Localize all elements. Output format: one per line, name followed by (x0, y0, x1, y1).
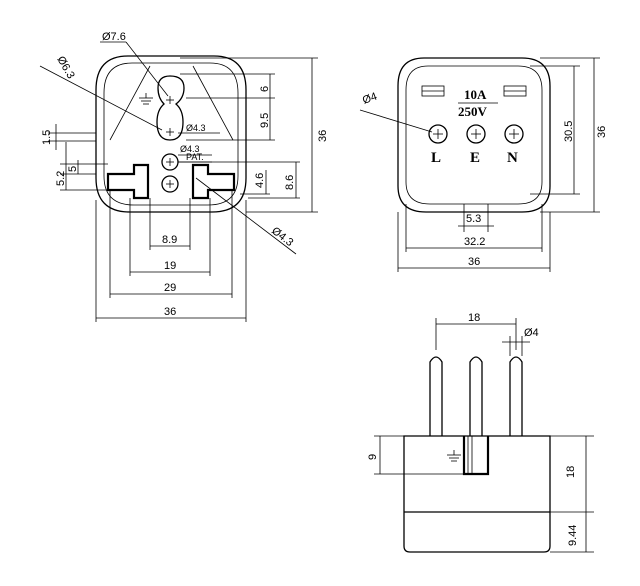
socket-label-e: E (470, 150, 480, 166)
front-view: Ø7.6 Ø6.3 Ø4.3 Ø4.3 PAT. Ø4.3 6 9.5 36 4… (39, 31, 329, 322)
front-hole-lower (161, 175, 179, 193)
front-dim-h-4-6: 4.6 (254, 173, 266, 188)
side-body (403, 435, 551, 553)
ground-symbol-icon (139, 93, 153, 105)
front-dim-v-5: 5 (67, 166, 79, 172)
front-dim-h-36: 36 (317, 130, 329, 142)
socket-dim-w-32-2: 32.2 (464, 236, 485, 248)
front-dim-h-8-6: 8.6 (284, 175, 296, 190)
front-slope-right (192, 65, 234, 141)
front-keyhole-top (156, 75, 185, 141)
socket-rating-voltage: 250V (458, 104, 488, 119)
front-dim-pat: PAT. (186, 152, 204, 162)
front-outer-body (95, 55, 247, 213)
front-dim-w-8-9: 8.9 (162, 234, 177, 246)
socket-label-n: N (507, 150, 518, 166)
front-inner-body (103, 62, 239, 206)
side-dim-h-18: 18 (565, 466, 577, 478)
socket-inner-body (405, 65, 543, 205)
front-dim-d4-3-c: Ø4.3 (269, 225, 295, 249)
side-ground-symbol-icon (447, 450, 461, 462)
socket-dim-h-30-5: 30.5 (563, 121, 575, 142)
front-dim-v-1-5: 1.5 (41, 130, 53, 145)
side-view: 18 Ø4 9 18 9.44 (367, 312, 594, 553)
socket-view: 10A 250V L E N Ø4 30.5 36 5.3 32.2 (359, 57, 608, 272)
socket-label-l: L (431, 150, 441, 166)
side-pin-right (509, 356, 523, 436)
socket-dim-h-36: 36 (596, 126, 608, 138)
front-dim-h-6: 6 (259, 86, 271, 92)
socket-pin-n (504, 124, 524, 144)
side-ground-strip (462, 436, 490, 476)
socket-rating-current: 10A (464, 87, 487, 102)
front-dim-d4-3-a: Ø4.3 (186, 123, 206, 133)
front-dim-d6-3: Ø6.3 (54, 54, 76, 81)
socket-outer-body (397, 57, 551, 213)
front-dim-w-29: 29 (164, 282, 176, 294)
front-dim-d7-6: Ø7.6 (102, 31, 126, 43)
side-dim-w-18: 18 (468, 312, 480, 324)
side-pin-left (429, 356, 443, 436)
front-slope-left (109, 65, 151, 141)
socket-pin-l (428, 124, 448, 144)
front-dim-w-36: 36 (164, 306, 176, 318)
side-dim-d4: Ø4 (524, 327, 539, 339)
side-dim-h-9: 9 (367, 454, 379, 460)
front-dim-w-19: 19 (164, 260, 176, 272)
socket-dim-w-5-3: 5.3 (466, 213, 481, 225)
front-dim-d4-3-b: Ø4.3 (180, 144, 200, 154)
socket-pin-e (466, 124, 486, 144)
side-pin-center (469, 356, 483, 436)
front-dim-h-9-5: 9.5 (259, 113, 271, 128)
front-slot-left (106, 163, 150, 200)
side-dim-h-9-44: 9.44 (567, 525, 579, 546)
socket-dim-w-36: 36 (468, 256, 480, 268)
front-slot-right (191, 163, 236, 200)
front-dim-v-5-2: 5.2 (55, 171, 67, 186)
socket-dim-d4: Ø4 (361, 91, 379, 107)
